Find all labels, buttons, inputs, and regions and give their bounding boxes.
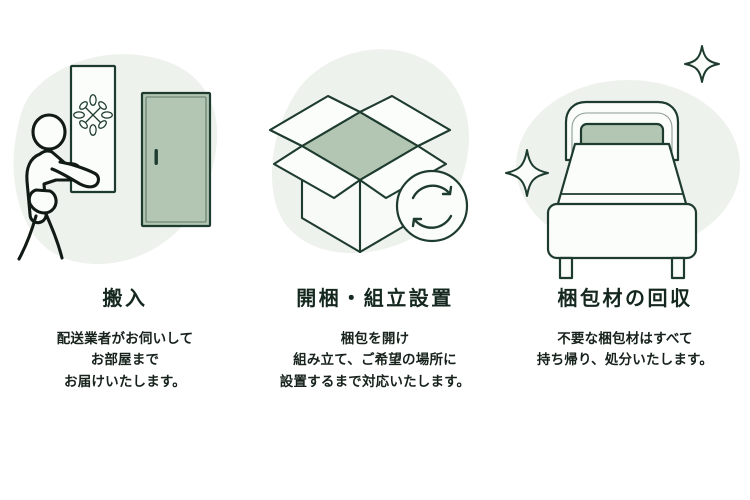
description-line: 梱包を開け <box>340 331 410 346</box>
door-panel-icon <box>69 64 117 194</box>
step-heading: 梱包材の回収 <box>557 288 693 310</box>
sparkle-outline-icon <box>505 149 549 197</box>
description-line: お部屋まで <box>90 352 160 368</box>
person-carrying-door-panel-illustration <box>0 18 250 288</box>
step-description: 配送業者がお伺いして お部屋まで お届けいたします。 <box>57 312 194 392</box>
description-line: 設置するまで対応いたします。 <box>279 373 471 389</box>
step-heading: 開梱・組立設置 <box>296 288 454 310</box>
description-line: 組み立て、ご希望の場所に <box>293 352 457 368</box>
description-line: 不要な梱包材はすべて <box>557 331 693 346</box>
recycle-icon <box>395 169 469 243</box>
service-step-packaging-removal: 梱包材の回収 不要な梱包材はすべて 持ち帰り、処分いたします。 <box>500 18 750 500</box>
description-line: 配送業者がお伺いして <box>56 331 194 346</box>
person-icon <box>17 113 100 261</box>
leaf-motif-icon <box>73 94 113 136</box>
bed-icon <box>546 100 698 280</box>
service-step-assembly: 開梱・組立設置 梱包を開け 組み立て、ご希望の場所に 設置するまで対応いたします… <box>250 18 500 500</box>
description-line: 持ち帰り、処分いたします。 <box>536 352 714 368</box>
bed-leg-icon <box>558 256 574 280</box>
bed-leg-icon <box>670 256 686 280</box>
description-line: お届けいたします。 <box>64 373 186 389</box>
open-box-icon <box>268 94 452 254</box>
service-step-delivery: 搬入 配送業者がお伺いして お部屋まで お届けいたします。 <box>0 18 250 500</box>
clean-bed-with-sparkles-illustration <box>500 18 750 288</box>
step-heading: 搬入 <box>102 288 148 310</box>
step-description: 不要な梱包材はすべて 持ち帰り、処分いたします。 <box>537 312 713 371</box>
open-cardboard-box-with-recycle-illustration <box>250 18 500 288</box>
door-icon <box>140 91 212 228</box>
step-description: 梱包を開け 組み立て、ご希望の場所に 設置するまで対応いたします。 <box>280 312 470 392</box>
door-handle-icon <box>154 149 158 165</box>
sparkle-icon <box>684 45 720 83</box>
